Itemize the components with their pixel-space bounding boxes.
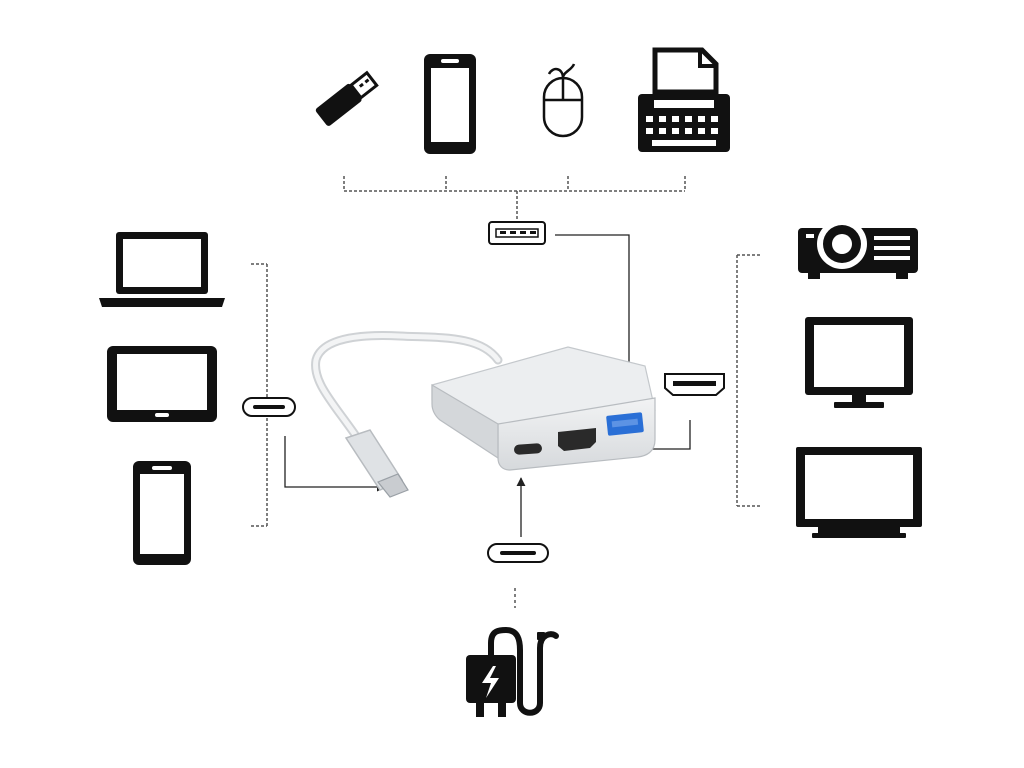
usb-c-multiport-adapter — [311, 331, 656, 498]
left-bracket-line — [251, 263, 268, 527]
computer-mouse-icon — [542, 63, 584, 138]
power-charger-icon — [466, 626, 559, 717]
usb-c-power-symbol — [487, 543, 549, 563]
tablet-icon — [107, 346, 217, 422]
usb-a-port-symbol — [488, 221, 546, 245]
right-bracket-line — [736, 254, 762, 507]
usb-c-input-plug — [344, 429, 409, 498]
smartphone-icon — [424, 54, 476, 154]
printer-icon — [638, 47, 730, 152]
hdmi-port-symbol — [664, 373, 725, 396]
projector-icon — [798, 219, 918, 279]
laptop-icon — [99, 232, 225, 307]
top-bracket-line — [343, 176, 686, 220]
usb-a-connector-arrow — [555, 234, 634, 407]
usb-flash-drive-icon — [315, 70, 379, 126]
hdmi-port — [558, 428, 596, 451]
tv-icon — [796, 447, 922, 538]
usb-c-input-arrow — [284, 436, 386, 492]
monitor-icon — [805, 317, 913, 408]
smartphone-icon — [133, 461, 191, 565]
usb-c-port-symbol — [242, 397, 296, 417]
usb-c-power-port — [514, 443, 542, 455]
